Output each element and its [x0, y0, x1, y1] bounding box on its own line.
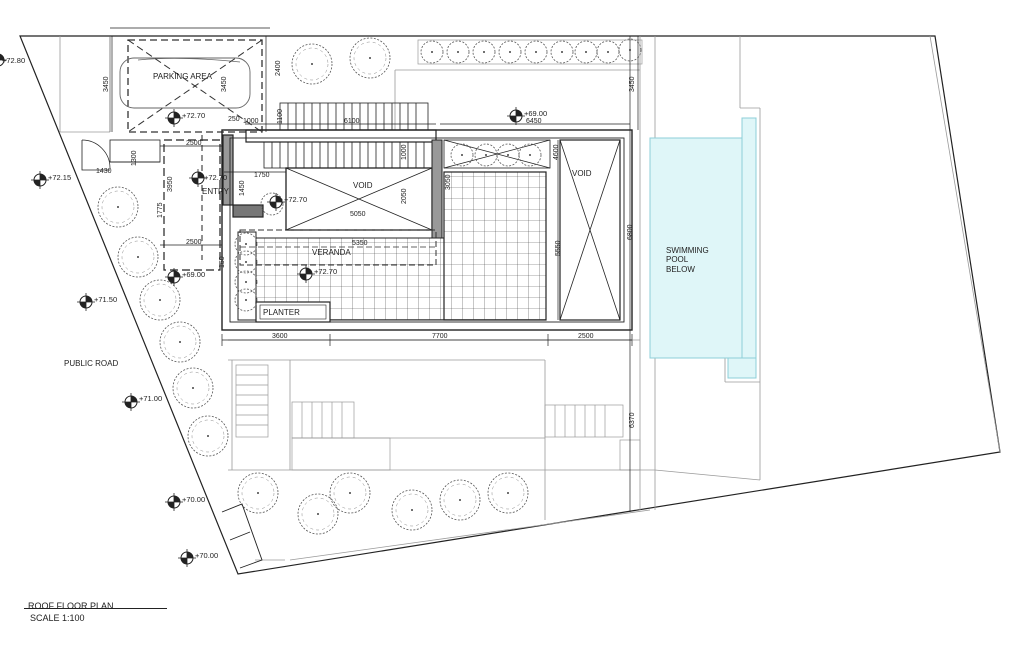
level-7000-b: +70.00 [195, 551, 218, 560]
level-marker [177, 548, 197, 568]
swimming-pool [649, 117, 757, 379]
dim-250: 250 [228, 116, 240, 123]
dim-3450-right: 3450 [629, 76, 636, 92]
level-marker [506, 106, 526, 126]
level-7000-a: +70.00 [182, 495, 205, 504]
drawing-title: ROOF FLOOR PLAN [28, 596, 114, 614]
dim-3600: 3600 [272, 333, 288, 340]
dim-5550: 5550 [555, 240, 562, 256]
entry-structure [81, 134, 264, 271]
dim-6800: 6800 [627, 224, 634, 240]
label-void-left: VOID [353, 181, 373, 190]
dim-1430: 1430 [96, 168, 112, 175]
level-labels: +72.80 +72.70 +72.15 +72.70 +72.70 +72.7… [2, 56, 547, 560]
level-7215: +72.15 [48, 173, 71, 182]
level-marker [164, 492, 184, 512]
label-parking: PARKING AREA [153, 72, 213, 81]
label-pool-1: SWIMMING [666, 246, 709, 255]
dim-6100: 6100 [344, 118, 360, 125]
site-light-lines [59, 35, 1001, 561]
label-pool-2: POOL [666, 255, 689, 264]
title-underline [24, 608, 167, 609]
dim-3050: 3050 [445, 174, 452, 190]
label-public-road: PUBLIC ROAD [64, 359, 118, 368]
level-7270-entry: +72.70 [204, 173, 227, 182]
level-marker [164, 108, 184, 128]
dim-1300: 1300 [131, 150, 138, 166]
level-marker [30, 170, 50, 190]
level-marker [76, 292, 96, 312]
drawing-scale: SCALE 1:100 [30, 613, 85, 623]
dim-6450: 6450 [526, 118, 542, 125]
parking-area [109, 36, 263, 133]
roof-stair [263, 102, 435, 169]
label-entry: ENTRY [202, 187, 230, 196]
dim-1775: 1775 [157, 202, 164, 218]
dim-150: 150 [219, 256, 226, 268]
label-planter: PLANTER [263, 308, 300, 317]
label-pool-3: BELOW [666, 265, 695, 274]
tiled-veranda [239, 139, 621, 321]
dimension-lines [110, 27, 639, 512]
level-7270-inner: +72.70 [284, 195, 307, 204]
dim-6370: 6370 [629, 412, 636, 428]
label-void-right: VOID [572, 169, 592, 178]
dim-3450-mid: 3450 [221, 76, 228, 92]
room-labels: PARKING AREA ENTRY VOID VOID VERANDA PLA… [64, 72, 709, 368]
dim-3950: 3950 [167, 176, 174, 192]
dim-2500-top: 2500 [186, 140, 202, 147]
drawing-title-text: ROOF FLOOR PLAN [28, 601, 114, 611]
level-marker [164, 267, 184, 287]
dim-5350: 5350 [352, 240, 368, 247]
level-marker [121, 392, 141, 412]
dim-2500-bottom: 2500 [578, 333, 594, 340]
level-7150: +71.50 [94, 295, 117, 304]
dim-5050: 5050 [350, 211, 366, 218]
dim-1000b: 1000 [401, 144, 408, 160]
level-6900-left: +69.00 [182, 270, 205, 279]
dim-1750: 1750 [254, 172, 270, 179]
tree-row-border [417, 39, 643, 65]
dim-4600: 4600 [553, 144, 560, 160]
level-7280: +72.80 [2, 56, 25, 65]
planter [237, 231, 331, 323]
level-6900-top: +69.00 [524, 109, 547, 118]
dim-1000: 1000 [243, 118, 259, 125]
dim-2050: 2050 [401, 188, 408, 204]
dimension-labels: 3450 2400 3450 3450 250 1000 1100 6100 6… [96, 60, 636, 428]
level-7270-veranda: +72.70 [314, 267, 337, 276]
dim-7700: 7700 [432, 333, 448, 340]
dim-2400: 2400 [275, 60, 282, 76]
boundary-steps [221, 503, 263, 569]
dim-2500-mid: 2500 [186, 239, 202, 246]
dim-3450-left: 3450 [103, 76, 110, 92]
dim-1100: 1100 [277, 109, 284, 124]
label-veranda: VERANDA [312, 248, 351, 257]
level-7100: +71.00 [139, 394, 162, 403]
lower-stairs [235, 364, 641, 471]
dim-1450: 1450 [239, 180, 246, 196]
level-7270-parking: +72.70 [182, 111, 205, 120]
